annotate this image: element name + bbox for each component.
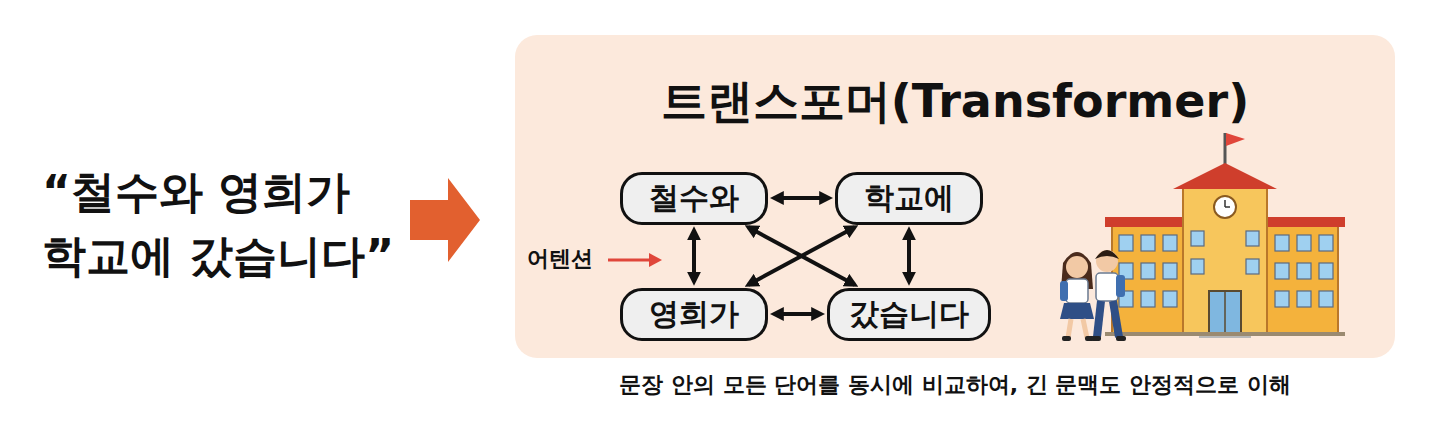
attention-arrow — [907, 231, 911, 282]
example-sentence: “철수와 영희가 학교에 갔습니다” — [42, 160, 398, 288]
attention-arrow — [692, 231, 696, 282]
word-token: 영희가 — [649, 294, 739, 335]
flow-arrow — [410, 178, 480, 262]
word-box: 영희가 — [620, 288, 768, 341]
attention-arrow — [748, 227, 854, 284]
caption: 문장 안의 모든 단어를 동시에 비교하여, 긴 문맥도 안정적으로 이해 — [515, 370, 1395, 400]
word-token: 철수와 — [649, 178, 739, 219]
attention-arrow — [774, 196, 829, 200]
attention-label: 어텐션 — [527, 246, 607, 272]
students — [1060, 250, 1126, 341]
word-box: 철수와 — [620, 172, 768, 225]
attention-arrow — [774, 312, 821, 316]
word-box: 학교에 — [835, 172, 983, 225]
attention-arrow — [748, 227, 854, 284]
attention-pointer — [608, 253, 662, 267]
panel-title: 트랜스포머(Transformer) — [515, 71, 1395, 133]
word-box: 갔습니다 — [827, 288, 991, 341]
word-token: 학교에 — [864, 178, 954, 219]
model-panel: 트랜스포머(Transformer) 철수와 학교에영희가 갔습니다 어텐션 — [515, 35, 1395, 358]
school-building — [1105, 133, 1345, 338]
word-token: 갔습니다 — [849, 294, 969, 335]
